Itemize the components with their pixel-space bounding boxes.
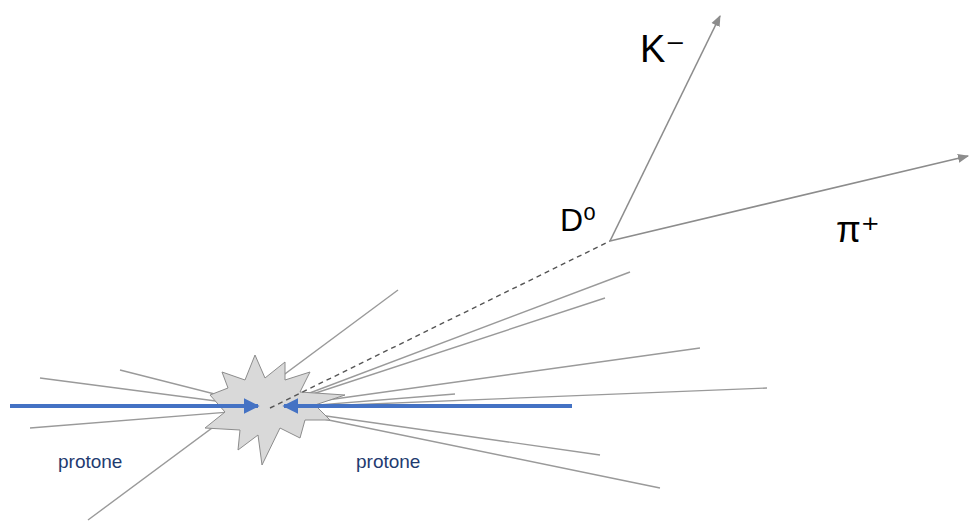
proton-beam (10, 404, 258, 408)
track (270, 272, 630, 408)
particle-label: D⁰ (560, 204, 596, 236)
particle-label: π⁺ (836, 212, 880, 248)
particle-label: K⁻ (640, 30, 685, 68)
pion-track (610, 156, 968, 241)
d0-path (270, 241, 610, 408)
beam-label: protone (58, 452, 122, 471)
kaon-track (610, 16, 720, 241)
proton-beam (284, 404, 572, 408)
beam-label: protone (356, 452, 420, 471)
collision-burst (205, 355, 345, 465)
particle-tracks (30, 272, 767, 520)
track (270, 298, 605, 408)
